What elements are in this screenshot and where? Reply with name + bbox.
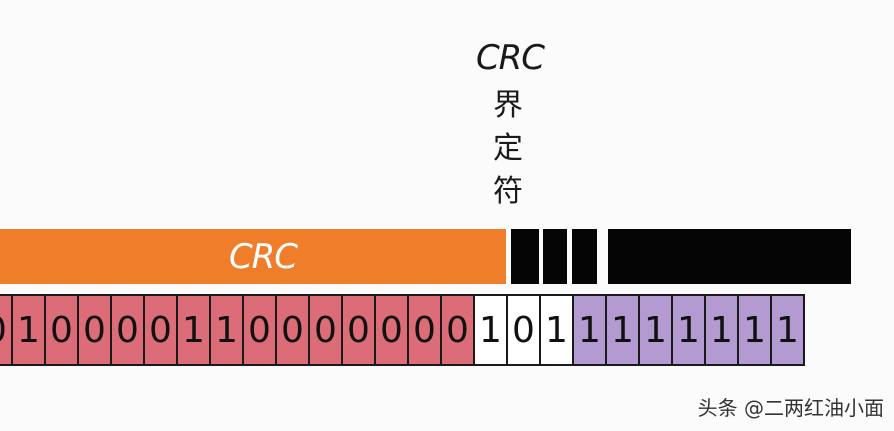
delimiter-bit-block-2 (543, 229, 567, 284)
crc-bit-cell: 1 (209, 294, 244, 366)
delimiter-char-2: 定 (493, 131, 523, 166)
crc-bit-cell: 0 (77, 294, 112, 366)
crc-delimiter-vertical-label: 界 定 符 (488, 84, 528, 213)
bit-cells-row: 0100001100000001011111111 (0, 294, 805, 366)
crc-bit-cell: 0 (440, 294, 475, 366)
delimiter-bit-cell: 1 (539, 294, 574, 366)
crc-bit-cell: 0 (110, 294, 145, 366)
crc-bit-cell: 0 (44, 294, 79, 366)
crc-bit-cell: 0 (341, 294, 376, 366)
trailing-bit-cell: 1 (770, 294, 805, 366)
trailing-bit-cell: 1 (638, 294, 673, 366)
trailing-bit-cell: 1 (704, 294, 739, 366)
crc-bit-cell: 1 (11, 294, 46, 366)
delimiter-bit-cell: 0 (506, 294, 541, 366)
crc-bit-cell: 1 (176, 294, 211, 366)
crc-field-bar: CRC (0, 229, 506, 284)
crc-delimiter-title: CRC (475, 38, 545, 78)
crc-bit-cell: 0 (407, 294, 442, 366)
watermark: 头条 @二两红油小面 (697, 396, 884, 420)
trailing-field-bar (608, 229, 851, 284)
delimiter-bit-block-3 (572, 229, 597, 284)
trailing-bit-cell: 1 (737, 294, 772, 366)
delimiter-bit-cell: 1 (473, 294, 508, 366)
crc-bit-cell: 0 (275, 294, 310, 366)
crc-bit-cell: 0 (143, 294, 178, 366)
delimiter-char-3: 符 (493, 174, 523, 209)
crc-bit-cell: 0 (374, 294, 409, 366)
trailing-bit-cell: 1 (605, 294, 640, 366)
trailing-bit-cell: 1 (671, 294, 706, 366)
trailing-bit-cell: 1 (572, 294, 607, 366)
crc-bit-cell: 0 (242, 294, 277, 366)
crc-field-label: CRC (228, 236, 298, 277)
delimiter-char-1: 界 (493, 88, 523, 123)
crc-bit-cell: 0 (308, 294, 343, 366)
delimiter-bit-block-1 (511, 229, 539, 284)
